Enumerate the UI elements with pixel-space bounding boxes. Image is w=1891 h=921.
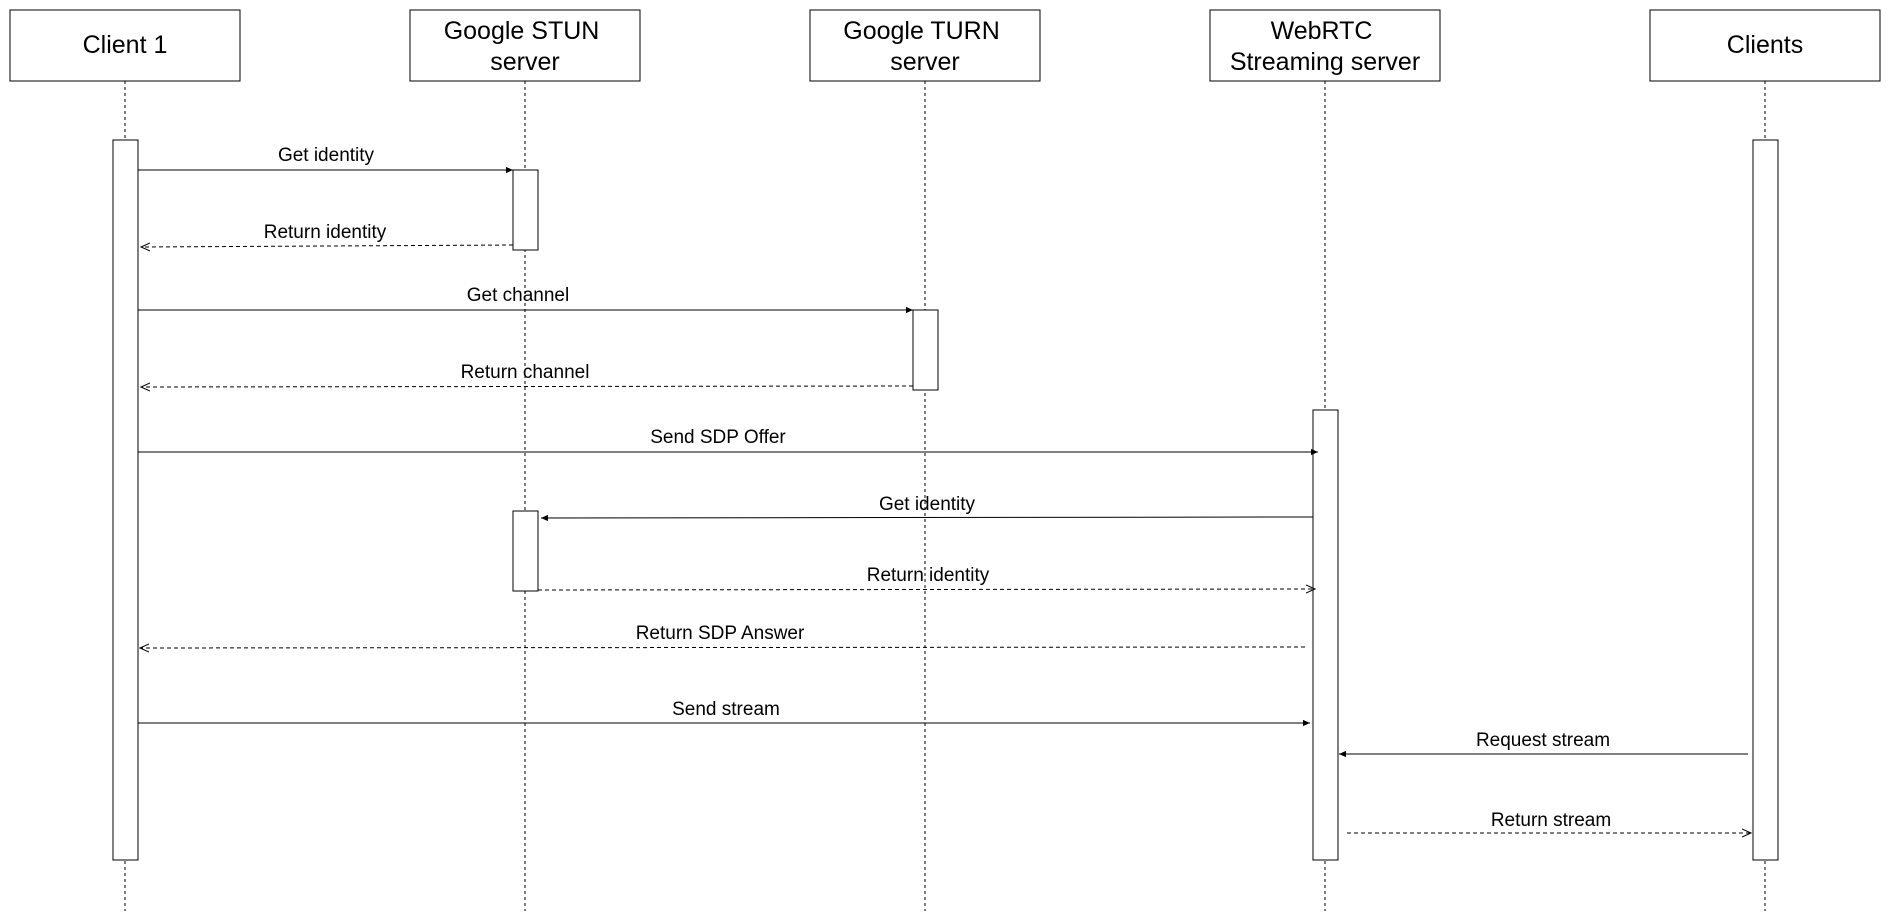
activation-client1 xyxy=(112,139,139,861)
message-request-stream: Request stream xyxy=(1339,730,1748,758)
message-label: Return identity xyxy=(264,222,387,243)
activation-stun-1 xyxy=(512,169,539,251)
message-return-identity-2: Return identity xyxy=(537,565,1315,590)
participant-label: WebRTC Streaming server xyxy=(1230,17,1420,76)
message-label: Get identity xyxy=(879,494,976,515)
participant-label: Google TURN server xyxy=(843,17,1007,76)
participant-webrtc: WebRTC Streaming server xyxy=(1209,9,1441,82)
message-label: Get identity xyxy=(278,145,375,166)
participant-label: Client 1 xyxy=(83,31,168,59)
message-label: Return channel xyxy=(461,362,590,383)
message-get-channel: Get channel xyxy=(138,285,913,314)
message-label: Get channel xyxy=(467,285,569,306)
participant-label: Clients xyxy=(1727,31,1803,59)
message-label: Request stream xyxy=(1476,730,1610,751)
message-label: Send stream xyxy=(672,699,780,720)
message-label: Return SDP Answer xyxy=(636,623,805,644)
participant-label: Google STUN server xyxy=(444,17,607,76)
message-label: Return identity xyxy=(867,565,990,586)
message-label: Send SDP Offer xyxy=(650,427,786,448)
message-return-sdp-answer: Return SDP Answer xyxy=(140,623,1306,648)
activation-webrtc xyxy=(1312,409,1339,861)
participant-stun: Google STUN server xyxy=(409,9,641,82)
participant-turn: Google TURN server xyxy=(809,9,1041,82)
activation-turn xyxy=(912,309,939,391)
activation-clients xyxy=(1752,139,1779,861)
participant-clients: Clients xyxy=(1649,9,1881,82)
message-get-identity: Get identity xyxy=(138,145,513,174)
activation-stun-2 xyxy=(512,510,539,592)
message-return-stream: Return stream xyxy=(1347,810,1751,833)
message-label: Return stream xyxy=(1491,810,1611,831)
message-send-sdp-offer: Send SDP Offer xyxy=(138,427,1318,456)
message-send-stream: Send stream xyxy=(138,699,1310,727)
message-get-identity-2: Get identity xyxy=(540,494,1314,522)
message-return-identity: Return identity xyxy=(141,222,514,247)
participant-client1: Client 1 xyxy=(9,9,241,82)
message-return-channel: Return channel xyxy=(141,362,914,387)
